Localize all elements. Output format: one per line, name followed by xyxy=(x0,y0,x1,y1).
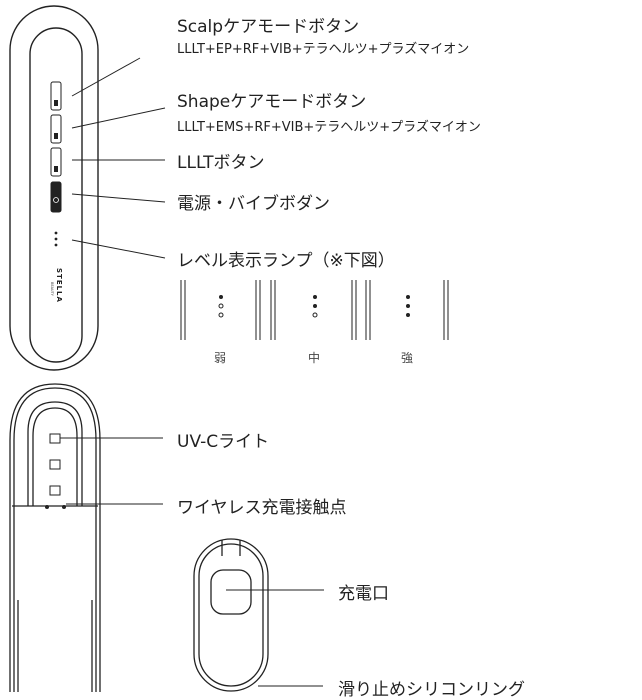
level-medium-label: 中 xyxy=(308,351,321,365)
device-buttons xyxy=(50,81,62,213)
lllt-button xyxy=(50,147,62,177)
uvc-light xyxy=(49,459,61,470)
silicone-ring-label: 滑り止めシリコンリング xyxy=(338,680,525,700)
level-weak-label: 弱 xyxy=(214,351,227,365)
scalp-button xyxy=(50,81,62,111)
shape-button xyxy=(50,114,62,144)
level-lamp-label: レベル表示ランプ（※下図） xyxy=(177,251,395,271)
lllt-button-label: LLLTボタン xyxy=(177,153,265,173)
level-indicators xyxy=(180,280,449,340)
uvc-light xyxy=(49,433,61,444)
device-brand-subtext: BEAUTY xyxy=(50,282,54,297)
power-button xyxy=(50,181,62,213)
leader-level xyxy=(71,239,166,259)
level-strong-label: 強 xyxy=(401,351,414,365)
uvc-light xyxy=(49,485,61,496)
leader-lines-bottom xyxy=(226,589,324,687)
uvc-lights xyxy=(49,433,61,496)
bottom-inner-ring xyxy=(198,543,264,687)
shape-button-label: Shapeケアモードボタン xyxy=(177,92,367,112)
wireless-contact-label: ワイヤレス充電接触点 xyxy=(177,498,347,518)
charge-port xyxy=(210,569,252,615)
leader-scalp xyxy=(71,57,141,97)
level-lamp-dots-device xyxy=(54,231,58,247)
device-bottom-view xyxy=(193,538,269,692)
device-brand-text: STELLA xyxy=(55,268,63,303)
power-vib-button-label: 電源・バイブボダン xyxy=(177,194,330,214)
scalp-button-label: Scalpケアモードボタン xyxy=(177,17,360,37)
level-medium-dots xyxy=(312,295,318,318)
dock-outer xyxy=(9,383,101,692)
wireless-contacts xyxy=(45,505,66,509)
bottom-outer xyxy=(193,538,269,692)
level-strong-dots xyxy=(406,295,410,317)
leader-lines-top xyxy=(71,57,166,259)
shape-mode-description: LLLT+EMS+RF+VIB+テラヘルツ+プラズマイオン xyxy=(177,120,481,135)
device-outer-body xyxy=(9,5,99,371)
level-weak-dots xyxy=(218,295,224,318)
leader-power xyxy=(71,193,166,203)
charge-port-label: 充電口 xyxy=(338,584,389,604)
charging-dock xyxy=(9,383,101,692)
uvc-light-label: UV-Cライト xyxy=(177,432,270,452)
leader-shape xyxy=(71,107,166,129)
scalp-mode-description: LLLT+EP+RF+VIB+テラヘルツ+プラズマイオン xyxy=(177,42,470,57)
dock-cradle xyxy=(27,401,83,506)
leader-lines-dock xyxy=(60,437,163,505)
